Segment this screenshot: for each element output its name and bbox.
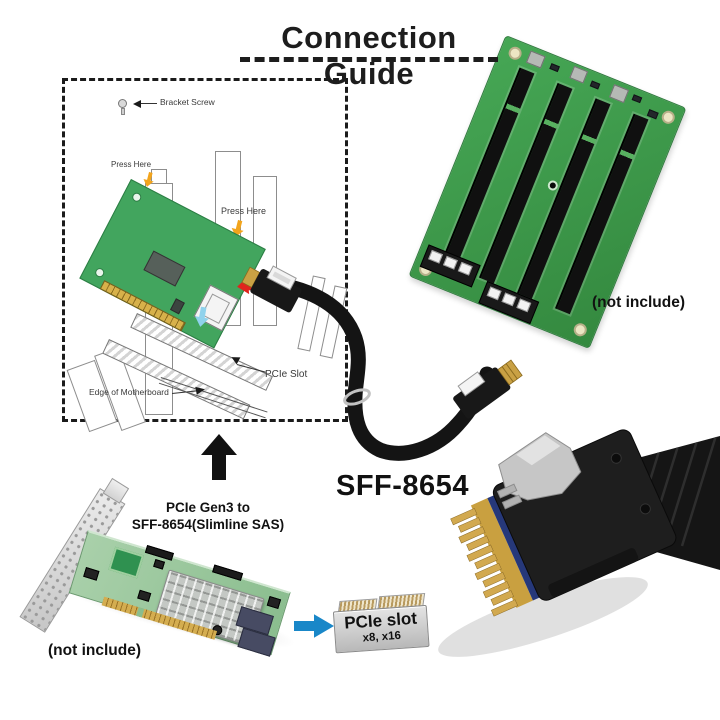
title-underline: [240, 57, 498, 62]
cable-plug-card-end: [241, 265, 302, 313]
cable-path: [262, 275, 495, 461]
connector-closeup-photo: [438, 429, 720, 657]
cable-tie-ring: [343, 388, 371, 406]
bracket-screw-label: Bracket Screw: [160, 97, 215, 107]
cable-plug-backplane-end: [453, 359, 523, 419]
press-here-label-1: Press Here: [111, 160, 152, 169]
install-diagram: Bracket Screw Press Here Press Here: [62, 78, 348, 433]
adapter-card-caption: PCIe Gen3 to SFF-8654(Slimline SAS): [110, 499, 306, 533]
press-here-label-2: Press Here: [221, 206, 267, 216]
pcie-slot-callout: PCIe slot x8, x16: [332, 592, 434, 660]
up-arrow-shaft: [212, 454, 226, 480]
backplane-not-include-note: (not include): [592, 294, 685, 311]
pcie-slot-label: PCIe Slot: [265, 369, 308, 380]
plug-ridge: [548, 548, 639, 597]
connector-shadow: [438, 577, 648, 657]
sff8654-plug-closeup: [450, 429, 677, 617]
pcb-edge: [487, 495, 540, 601]
caption-line2: SFF-8654(Slimline SAS): [131, 517, 285, 532]
slot-body: PCIe slot x8, x16: [332, 604, 430, 654]
card-not-include-note: (not include): [48, 642, 141, 659]
edge-of-motherboard-label: Edge of Motherboard: [89, 387, 169, 397]
plug-hole: [639, 503, 651, 515]
gold-base: [470, 498, 533, 608]
bracket-screw-icon: [118, 99, 127, 108]
up-arrow-head: [201, 434, 237, 455]
sff-8654-label: SFF-8654: [336, 470, 469, 502]
page-title: Connection Guide: [281, 20, 457, 91]
caption-line1: PCIe Gen3 to: [165, 500, 251, 515]
up-arrow-icon: [201, 434, 237, 480]
metal-latch: [496, 432, 582, 510]
gold-fingers: [450, 508, 519, 617]
bracket-screw-stem: [121, 108, 125, 115]
lead-line: [141, 103, 157, 104]
plug-hole: [610, 452, 622, 464]
arrowhead-icon: [133, 100, 141, 108]
